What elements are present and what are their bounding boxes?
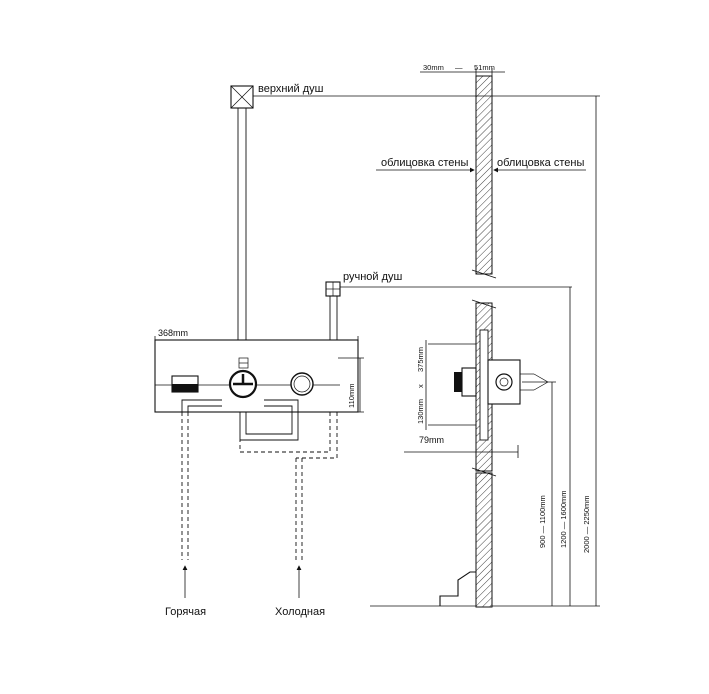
box-dimensions bbox=[404, 340, 519, 458]
height-hand-shower-dim: 1200 — 1600mm bbox=[559, 490, 568, 548]
wall-finish-right-label: облицовка стены bbox=[497, 157, 584, 169]
cold-supply-pipe bbox=[295, 458, 303, 598]
hot-label: Горячая bbox=[165, 606, 206, 618]
hot-supply-pipe bbox=[181, 412, 189, 598]
wall-min-dim: 30mm bbox=[423, 63, 444, 72]
height-hand-mixer-dim: 900 — 1100mm bbox=[538, 495, 547, 548]
panel-width-dim: 368mm bbox=[158, 328, 188, 338]
top-shower-connector bbox=[230, 85, 600, 109]
wall-thickness-dimension bbox=[420, 68, 505, 80]
top-shower-pipe bbox=[237, 108, 247, 340]
hand-shower-label: ручной душ bbox=[343, 271, 403, 283]
floor-and-drain bbox=[370, 571, 600, 607]
panel-height-dim: 110mm bbox=[347, 384, 356, 408]
built-in-box bbox=[454, 329, 549, 441]
thermostat-knob bbox=[290, 372, 314, 396]
wall-dash: — bbox=[455, 63, 463, 72]
box-depth-dim: 79mm bbox=[419, 435, 444, 445]
hand-shower-connector bbox=[325, 281, 572, 297]
hand-shower-pipe bbox=[329, 296, 338, 340]
box-x: x bbox=[416, 384, 425, 388]
mixer-supply-loop bbox=[181, 399, 338, 459]
wall-max-dim: 51mm bbox=[474, 63, 495, 72]
panel-height-dimension bbox=[338, 357, 364, 413]
box-width-dim: 130mm bbox=[416, 399, 425, 424]
diverter-knob bbox=[228, 357, 258, 399]
box-height-dim: 375mm bbox=[416, 347, 425, 372]
wall-finish-left-label: облицовка стены bbox=[381, 157, 468, 169]
top-shower-label: верхний душ bbox=[258, 83, 324, 95]
height-top-shower-dim: 2000 — 2250mm bbox=[582, 495, 591, 553]
spout-outlet bbox=[171, 375, 199, 393]
panel-width-dimension bbox=[154, 336, 359, 340]
wall-upper bbox=[471, 75, 497, 279]
cold-label: Холодная bbox=[275, 606, 325, 618]
height-dimensions bbox=[522, 96, 597, 606]
